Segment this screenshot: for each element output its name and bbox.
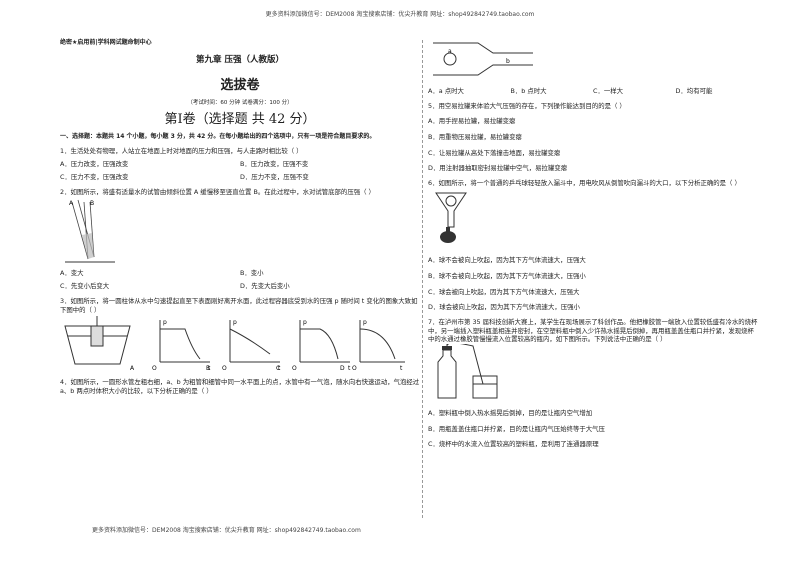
question-6: 6．如图所示，将一个普通的乒乓球轻轻放入漏斗中，用电吹风从倒管吹向漏斗的大口，以…: [428, 179, 758, 312]
option: A．塑料瓶中倒入热水摇晃后倒掉，目的是让瓶内空气增加: [428, 408, 593, 417]
volume-title: 第Ⅰ卷（选择题 共 42 分）: [164, 111, 316, 127]
option: D．压力不变，压强不变: [240, 173, 309, 182]
footer-note: 更多资料添加微信号：DEM2008 淘宝搜索店铺：优尖升教育 网址：shop49…: [92, 527, 361, 534]
bottle-figure: [437, 343, 498, 399]
option: C．球会被向上吹起，因为其下方气体流速大，压强大: [428, 287, 580, 296]
svg-text:O: O: [352, 365, 357, 372]
svg-text:p: p: [363, 319, 367, 326]
page-title: 选拔卷: [220, 77, 260, 93]
option: D．用注射器抽取密封易拉罐中空气，易拉罐变瘪: [428, 164, 568, 173]
question-stem: 4．如图所示，一圆形水管左粗右细，a、b 为粗管和细管中同一水平面上的点，水管中…: [60, 378, 420, 395]
graph-b: p O t B: [206, 319, 281, 372]
funnel-figure: [435, 192, 467, 244]
svg-text:t: t: [278, 365, 281, 372]
left-column: 绝密★启用前|学科网试题命制中心 第九章 压强（人教版） 选拔卷 （考试时间：6…: [60, 39, 420, 396]
question-1: 1．生活处处有物理，人站立在地面上时对地面的压力和压强，与人走路时相比较（ ） …: [60, 147, 420, 182]
right-column: a b A．a 点时大 B．b 点时大 C．一样大 D．均有可能 5．用空易拉罐…: [428, 39, 758, 449]
question-5: 5．用空易拉罐来体验大气压强的存在，下列操作能达到目的的是（ ） A．用手捏易拉…: [428, 102, 758, 173]
option: B．用瓶盖盖住瓶口并拧紧，目的是让瓶内气压始终等于大气压: [428, 424, 605, 433]
question-4-options: A．a 点时大 B．b 点时大 C．一样大 D．均有可能: [428, 87, 758, 96]
graph-d: p O t D: [340, 319, 405, 372]
section-instructions: 一、选择题：本题共 14 个小题，每小题 3 分，共 42 分。在每小题给出的四…: [60, 133, 376, 141]
label-a: A: [69, 200, 74, 207]
label-b: b: [506, 58, 510, 65]
question-2: 2．如图所示，将盛有适量水的试管由倾斜位置 A 缓慢移至竖直位置 B。在此过程中…: [60, 188, 420, 291]
option: C．让易拉罐从高处下落撞击地面，易拉罐变瘪: [428, 148, 561, 157]
svg-text:C: C: [276, 365, 280, 372]
svg-text:p: p: [233, 319, 237, 326]
option: B．球不会被向上吹起，因为其下方气体流速大，压强小: [428, 272, 586, 281]
pipe-figure: a b: [433, 42, 533, 76]
question-4: 4．如图所示，一圆形水管左粗右细，a、b 为粗管和细管中同一水平面上的点，水管中…: [60, 378, 420, 395]
header-note: 更多资料添加微信号：DEM2008 淘宝搜索店铺：优尖升教育 网址：shop49…: [265, 11, 535, 18]
svg-text:t: t: [348, 365, 351, 372]
option: A．球不会被向上吹起，因为其下方气体流速大，压强大: [428, 256, 586, 265]
secret-label: 绝密★启用前|学科网试题命制中心: [60, 39, 152, 46]
svg-text:O: O: [152, 365, 157, 372]
option: C．烧杯中的水流入位置较高的塑料瓶，是利用了连通器原理: [428, 440, 599, 449]
graph-a: p O t A: [130, 319, 211, 372]
svg-text:p: p: [163, 319, 167, 326]
test-tube-figure: A B: [65, 199, 115, 263]
svg-text:O: O: [222, 365, 227, 372]
svg-text:p: p: [303, 319, 307, 326]
question-stem: 7．在泸州市第 35 届科技创新大赛上，某学生在现场展示了科创作品。他把橡胶管一…: [428, 318, 758, 344]
graphs-figure: p O t A p O t B p O t C: [64, 316, 405, 372]
option: A．用手捏易拉罐，易拉罐变瘪: [428, 117, 516, 126]
option: A．a 点时大: [428, 87, 464, 95]
option: C．先变小后变大: [60, 282, 110, 291]
option: C．一样大: [593, 87, 624, 95]
chapter-title: 第九章 压强（人教版）: [196, 55, 284, 66]
question-stem: 5．用空易拉罐来体验大气压强的存在，下列操作能达到目的的是（ ）: [428, 101, 626, 110]
question-stem: 6．如图所示，将一个普通的乒乓球轻轻放入漏斗中，用电吹风从倒管吹向漏斗的大口，以…: [428, 178, 741, 187]
question-stem: 2．如图所示，将盛有适量水的试管由倾斜位置 A 缓慢移至竖直位置 B。在此过程中…: [60, 188, 375, 197]
option: C．压力不变，压强改变: [60, 173, 129, 182]
question-stem: 1．生活处处有物理，人站立在地面上时对地面的压力和压强，与人走路时相比较（ ）: [60, 147, 303, 156]
label-b: B: [90, 200, 94, 207]
option: B．用重物压易拉罐，易拉罐变瘪: [428, 132, 522, 141]
option: B．压力改变，压强不变: [240, 159, 309, 168]
question-7: 7．在泸州市第 35 届科技创新大赛上，某学生在现场展示了科创作品。他把橡胶管一…: [428, 318, 758, 449]
svg-text:O: O: [292, 365, 297, 372]
svg-text:t: t: [400, 365, 403, 372]
option: B．变小: [240, 268, 264, 277]
question-3: 3．如图所示，将一圆柱体从水中匀速提起直至下表面刚好离开水面，此过程容器底受到水…: [60, 297, 420, 372]
option: D．均有可能: [675, 87, 713, 95]
graph-c: p O t C: [276, 319, 351, 372]
label-a: a: [448, 48, 452, 55]
exam-meta: （考试时间：60 分钟 试卷满分：100 分）: [187, 100, 293, 107]
option: B．b 点时大: [510, 87, 547, 95]
container-figure: [64, 316, 131, 365]
svg-text:t: t: [208, 365, 211, 372]
svg-text:D: D: [340, 365, 345, 372]
question-stem: 3．如图所示，将一圆柱体从水中匀速提起直至下表面刚好离开水面，此过程容器底受到水…: [60, 297, 418, 314]
svg-text:B: B: [206, 365, 210, 372]
option: A．变大: [60, 268, 84, 277]
option: A．压力改变，压强改变: [60, 159, 129, 168]
svg-text:A: A: [130, 365, 135, 372]
option: D．球会被向上吹起，因为其下方气体流速大，压强小: [428, 303, 580, 312]
option: D．先变大后变小: [240, 282, 290, 291]
column-divider: [422, 40, 423, 518]
